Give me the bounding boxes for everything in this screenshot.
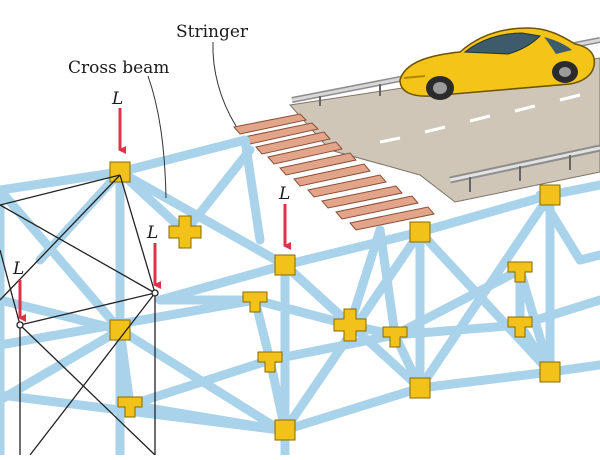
load-label-4: L [12, 259, 24, 279]
gusset-plate-icon [242, 291, 268, 313]
gusset-plate-icon [257, 351, 283, 373]
gusset-plate-icon [539, 361, 561, 383]
stringer-label: Stringer [176, 22, 249, 42]
gusset-plate-icon [109, 319, 131, 341]
truss-member [280, 260, 355, 330]
truss-member [180, 145, 255, 237]
truss-member [280, 383, 425, 435]
cross-beam-label: Cross beam [68, 58, 169, 78]
truss-member [115, 135, 250, 177]
gusset-plate-icon [507, 316, 533, 338]
wireframe-truss [0, 174, 159, 456]
truss-member [515, 295, 600, 330]
truss-member [575, 250, 600, 265]
truss-member [115, 325, 135, 410]
gusset-plate-icon [274, 254, 296, 276]
truss-member [115, 167, 190, 237]
load-arrows [18, 108, 291, 322]
truss-member [125, 355, 275, 410]
load-label-2: L [278, 184, 290, 204]
gusset-plate-icon [409, 377, 431, 399]
truss-member [415, 367, 555, 393]
stringers [233, 113, 435, 231]
truss-member [390, 320, 525, 340]
truss-member [280, 227, 425, 270]
gusset-plate-icon [274, 419, 296, 441]
gusset-plate-icon [409, 221, 431, 243]
load-label-1: L [111, 89, 123, 109]
gusset-plate-icon [539, 184, 561, 206]
cross-beam-leader-line [147, 75, 167, 199]
truss-member [415, 227, 555, 377]
gusset-plate-icon [382, 326, 408, 348]
truss-member [415, 190, 555, 237]
gusset-plate-icon [109, 161, 131, 183]
truss-member [155, 260, 290, 305]
guard-rail-near [449, 144, 600, 192]
truss-member [240, 135, 265, 245]
truss-member [535, 190, 585, 265]
gusset-plate-icon [168, 215, 202, 249]
stringer-leader-line [212, 41, 237, 127]
yellow-car-icon [399, 27, 596, 100]
gusset-plate-icon [117, 396, 143, 418]
truss-member [390, 265, 525, 340]
truss-member [375, 225, 400, 340]
load-label-3: L [146, 223, 158, 243]
gusset-plate-icon [333, 308, 367, 342]
gusset-plate-icon [507, 261, 533, 283]
truss-member [265, 330, 400, 365]
truss-member [115, 167, 290, 270]
gusset-plates [109, 161, 561, 441]
truss-member [0, 167, 125, 195]
